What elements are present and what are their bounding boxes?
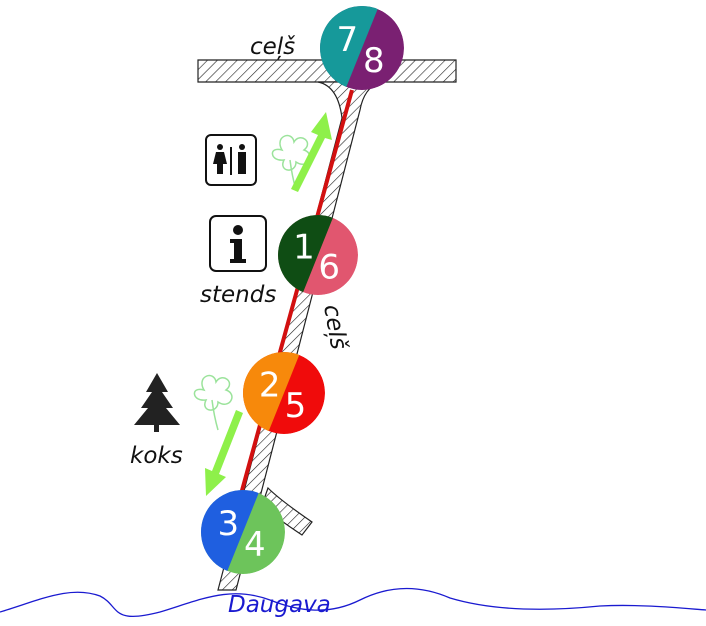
stop-number-first: 1 bbox=[293, 228, 315, 268]
road-label-side: ceļš bbox=[318, 303, 352, 353]
stop-number-second: 5 bbox=[285, 386, 307, 426]
stop-marker-2-5: 25 bbox=[243, 352, 325, 434]
stop-number-second: 4 bbox=[244, 525, 266, 565]
stop-half-first bbox=[201, 490, 262, 574]
stop-marker-7-8: 78 bbox=[320, 6, 404, 90]
arrow-down-icon bbox=[205, 410, 243, 496]
arrow-up-icon bbox=[291, 112, 332, 192]
stop-number-first: 3 bbox=[217, 504, 239, 544]
road-label-top: ceļš bbox=[250, 34, 296, 60]
flower-icon bbox=[193, 374, 233, 431]
stop-half-first bbox=[278, 215, 336, 295]
tree-icon bbox=[134, 373, 180, 432]
river-line bbox=[0, 587, 706, 617]
river-label: Daugava bbox=[228, 592, 331, 618]
toilet-icon bbox=[205, 134, 257, 186]
tree-label: koks bbox=[130, 443, 183, 469]
stop-half-first bbox=[320, 6, 381, 90]
stop-number-second: 8 bbox=[363, 41, 385, 81]
stop-marker-3-4: 34 bbox=[201, 490, 285, 574]
stop-half-first bbox=[243, 352, 303, 434]
info-stand-label: stends bbox=[200, 282, 276, 308]
info-icon bbox=[209, 215, 267, 272]
stop-number-first: 7 bbox=[336, 20, 358, 60]
stop-number-second: 6 bbox=[318, 248, 340, 288]
route-line bbox=[236, 89, 354, 506]
stop-number-first: 2 bbox=[259, 365, 281, 405]
